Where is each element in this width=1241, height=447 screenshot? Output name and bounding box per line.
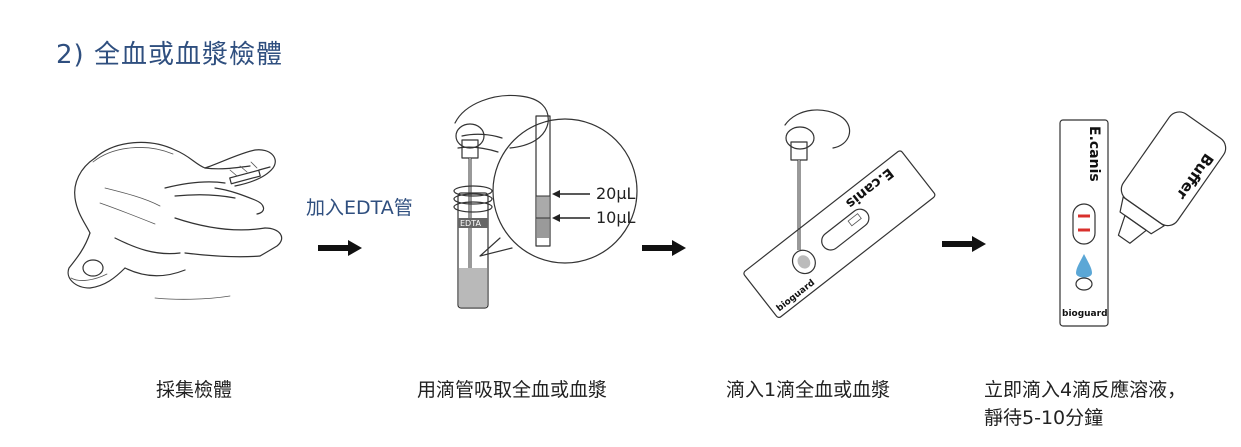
step-4-caption-line-1: 立即滴入4滴反應溶液，: [984, 379, 1187, 401]
right-arrow-icon: [318, 240, 362, 256]
buffer-bottle-illustration: E.canis bioguard Buffer: [1058, 96, 1227, 332]
right-arrow-icon: [642, 240, 686, 256]
section-title: 2) 全血或血漿檢體: [56, 40, 283, 70]
step-1-caption: 採集檢體: [156, 379, 233, 401]
dropper-in-tube-illustration: EDTA: [440, 88, 680, 323]
cassette-test-name-2: E.canis: [1086, 126, 1102, 182]
cassette-brand-2: bioguard: [1062, 309, 1108, 319]
step-2-caption: 用滴管吸取全血或血漿: [417, 379, 608, 401]
dog-blood-draw-illustration: [55, 128, 305, 308]
volume-20ul-label: 20µL: [596, 184, 636, 203]
step-4-caption-line-2: 靜待5-10分鐘: [984, 407, 1104, 429]
step-3-caption: 滴入1滴全血或血漿: [726, 379, 891, 401]
edta-tube-label: EDTA: [460, 219, 481, 228]
right-arrow-icon: [942, 236, 986, 252]
cassette-brand: bioguard: [775, 278, 817, 314]
test-cassette-illustration: E.canis bioguard: [743, 100, 936, 325]
add-edta-label: 加入EDTA管: [306, 197, 413, 219]
volume-10ul-label: 10µL: [596, 208, 636, 227]
